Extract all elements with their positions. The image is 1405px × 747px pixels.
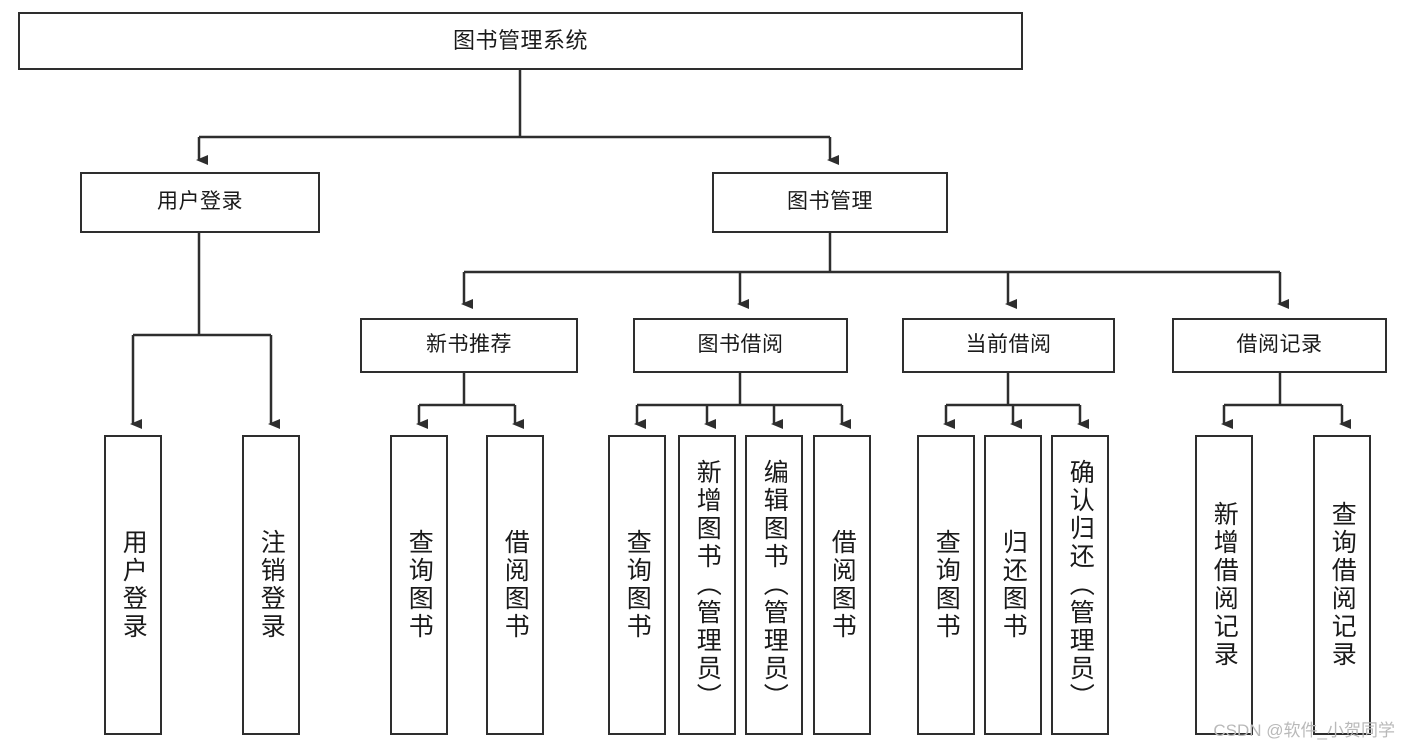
- node-current-borrow[interactable]: 当前借阅: [902, 318, 1115, 373]
- node-user-login[interactable]: 用户登录: [80, 172, 320, 233]
- watermark-text: CSDN @软件_小贺同学: [1213, 721, 1395, 740]
- node-label: 图书借阅: [697, 333, 784, 357]
- leaf-current-return-book[interactable]: 归还图书: [984, 435, 1042, 735]
- leaf-borrow-add-book-admin[interactable]: 新增图书（管理员）: [678, 435, 736, 735]
- node-label: 借阅记录: [1236, 333, 1323, 357]
- node-label: 归还图书: [999, 529, 1028, 641]
- leaf-newbook-query-book[interactable]: 查询图书: [390, 435, 448, 735]
- node-label: 编辑图书（管理员）: [760, 459, 789, 711]
- leaf-user-login[interactable]: 用户登录: [104, 435, 162, 735]
- node-label: 图书管理: [787, 190, 873, 214]
- node-label: 当前借阅: [965, 333, 1052, 357]
- node-label: 新增借阅记录: [1210, 501, 1239, 669]
- node-label: 用户登录: [119, 529, 148, 641]
- leaf-borrow-borrow-book[interactable]: 借阅图书: [813, 435, 871, 735]
- leaf-newbook-borrow-book[interactable]: 借阅图书: [486, 435, 544, 735]
- leaf-current-confirm-return-admin[interactable]: 确认归还（管理员）: [1051, 435, 1109, 735]
- leaf-record-add-record[interactable]: 新增借阅记录: [1195, 435, 1253, 735]
- leaf-record-query-record[interactable]: 查询借阅记录: [1313, 435, 1371, 735]
- node-book-borrow[interactable]: 图书借阅: [633, 318, 848, 373]
- node-label: 新书推荐: [426, 333, 512, 357]
- node-book-management[interactable]: 图书管理: [712, 172, 948, 233]
- node-label: 图书管理系统: [452, 28, 588, 54]
- node-root-system[interactable]: 图书管理系统: [18, 12, 1023, 70]
- node-label: 查询借阅记录: [1328, 501, 1357, 669]
- node-label: 用户登录: [157, 190, 243, 214]
- node-label: 借阅图书: [828, 529, 857, 641]
- leaf-current-query-book[interactable]: 查询图书: [917, 435, 975, 735]
- node-new-book-recommend[interactable]: 新书推荐: [360, 318, 578, 373]
- leaf-logout[interactable]: 注销登录: [242, 435, 300, 735]
- leaf-borrow-edit-book-admin[interactable]: 编辑图书（管理员）: [745, 435, 803, 735]
- node-label: 确认归还（管理员）: [1066, 459, 1095, 711]
- node-label: 查询图书: [623, 529, 652, 641]
- leaf-borrow-query-book[interactable]: 查询图书: [608, 435, 666, 735]
- node-label: 查询图书: [932, 529, 961, 641]
- node-label: 借阅图书: [501, 529, 530, 641]
- node-borrow-record[interactable]: 借阅记录: [1172, 318, 1387, 373]
- node-label: 查询图书: [405, 529, 434, 641]
- node-label: 注销登录: [257, 529, 286, 641]
- node-label: 新增图书（管理员）: [693, 459, 722, 711]
